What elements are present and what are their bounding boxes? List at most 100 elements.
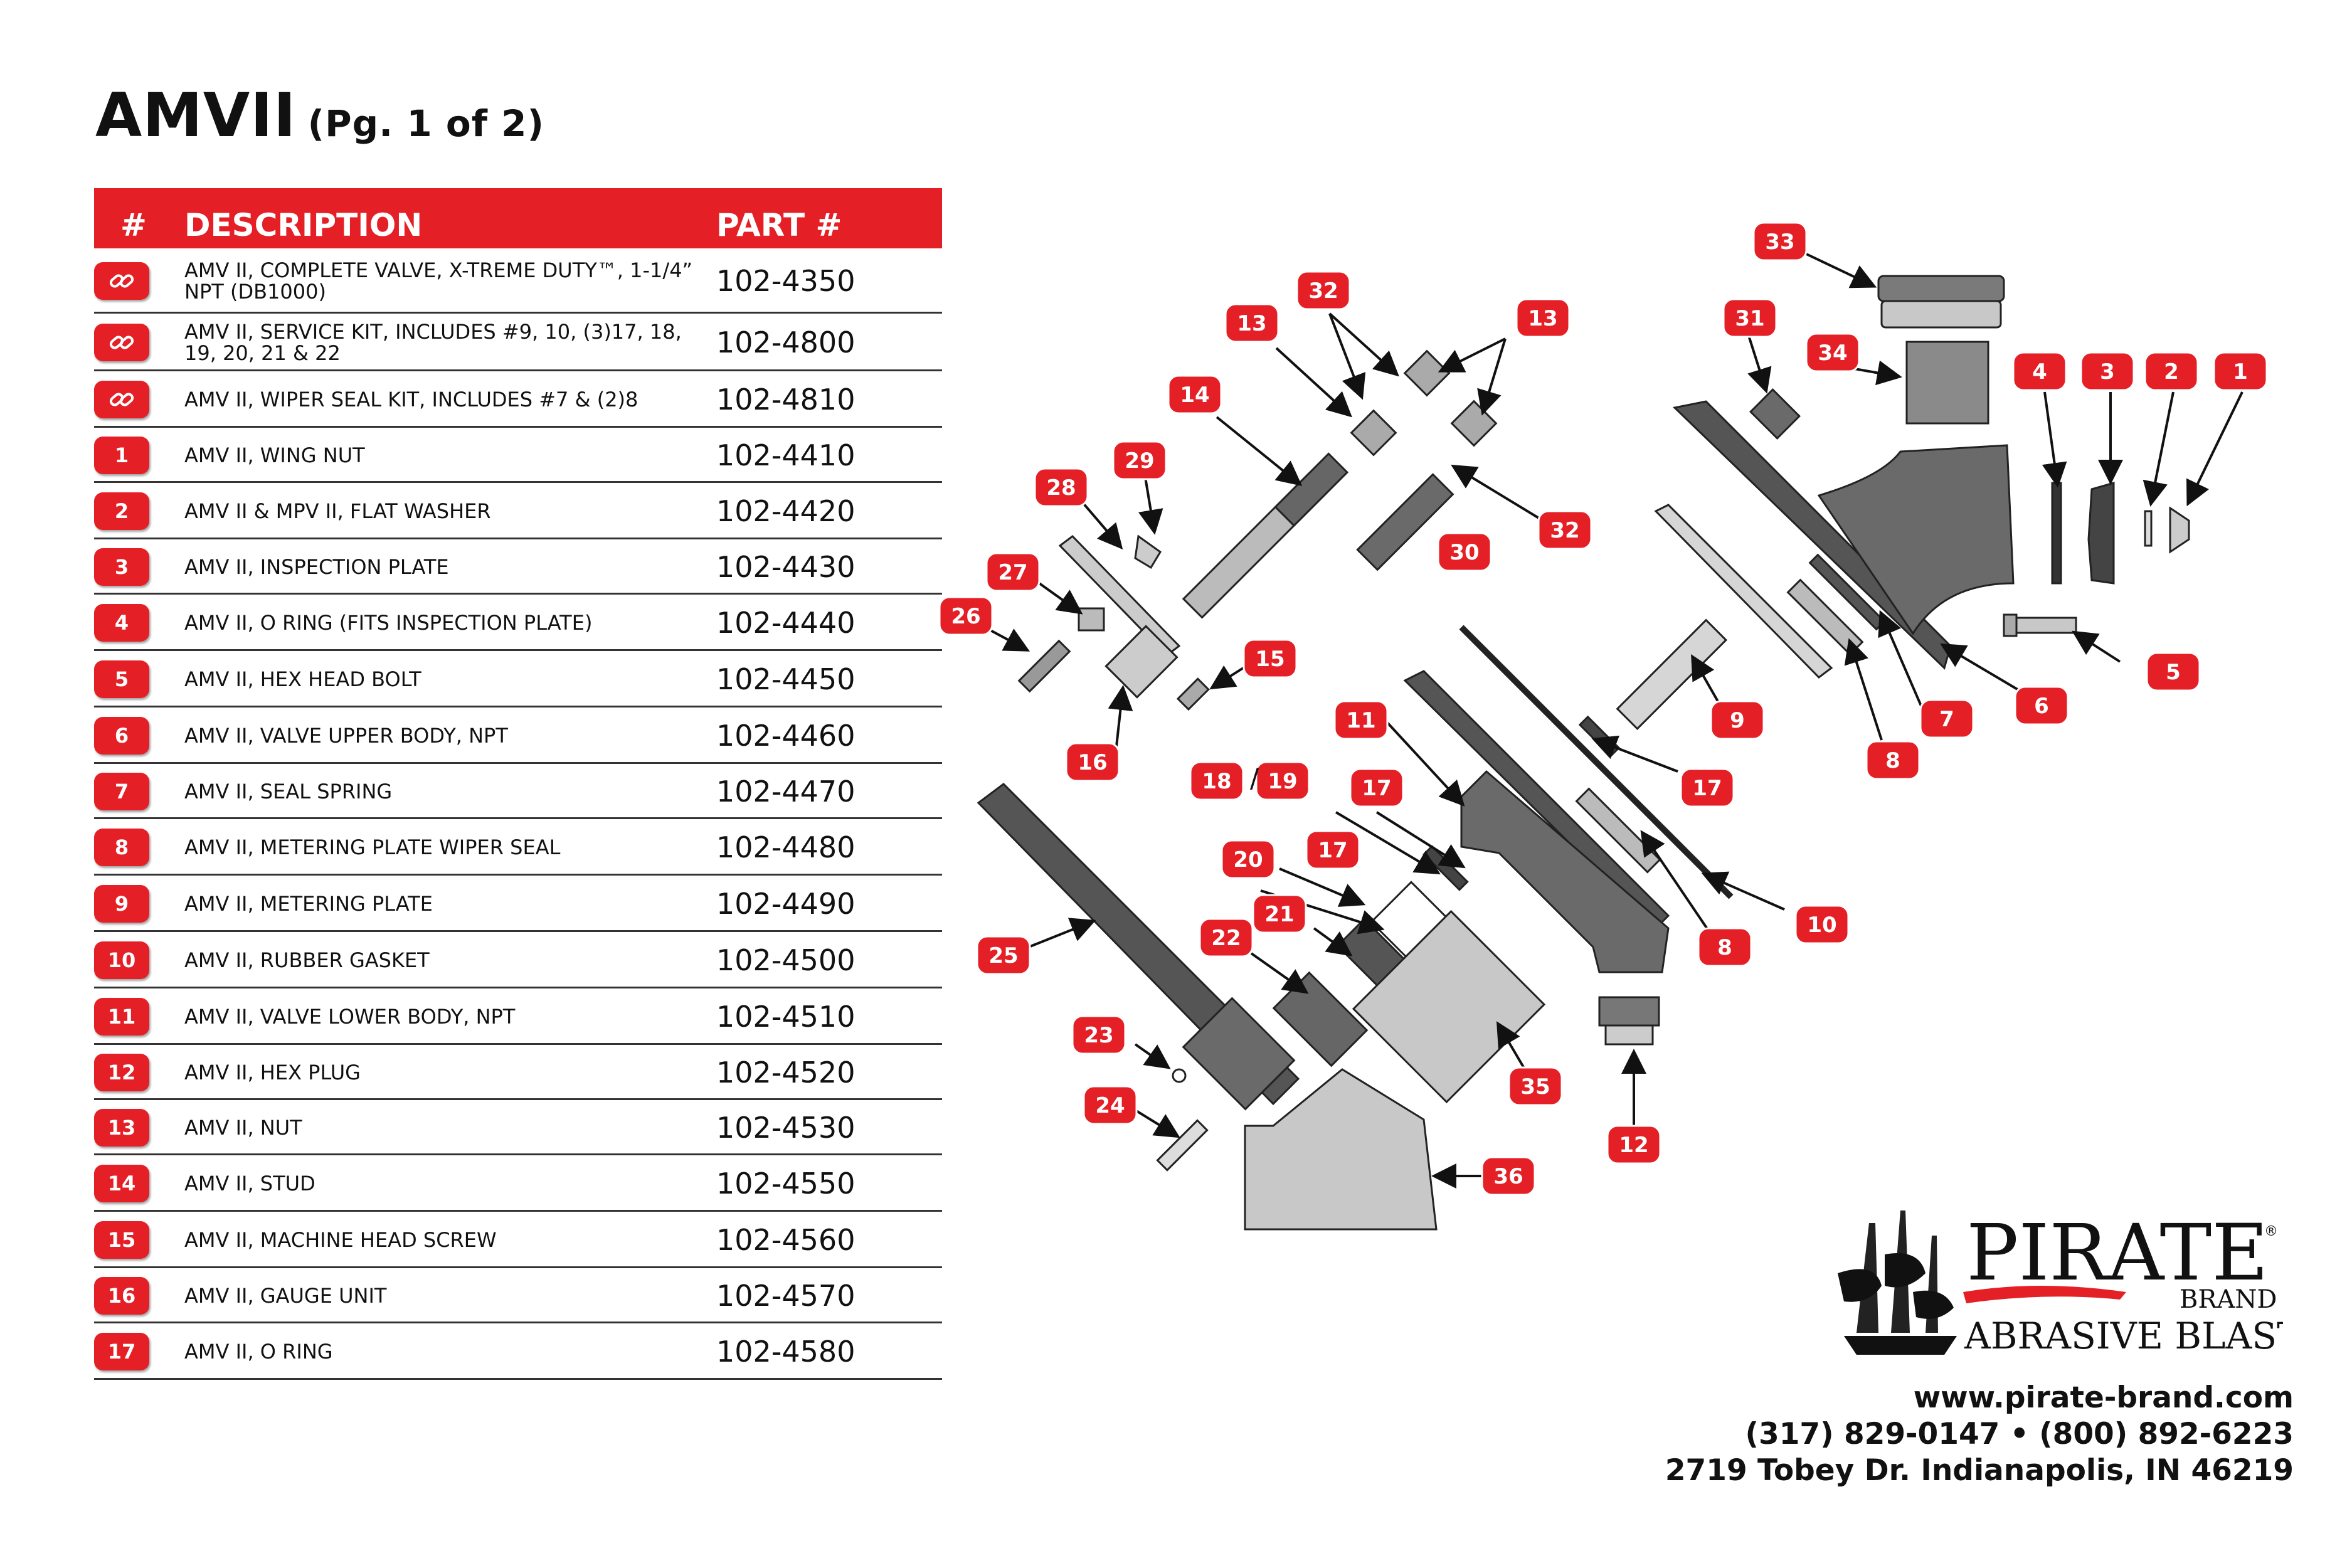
row-part-number: 102-4350 [716, 264, 856, 298]
callout-badge: 21 [1252, 894, 1307, 934]
part-illustrations [977, 275, 2190, 1231]
row-part-number: 102-4500 [716, 943, 856, 977]
callout-badge: 5 [2146, 652, 2201, 692]
part-5-bolt-head [2003, 613, 2018, 637]
part-13-nut-a [1350, 409, 1397, 457]
callout-badge: 11 [1333, 700, 1389, 740]
page-title: AMVII(Pg. 1 of 2) [95, 80, 544, 151]
callout-label: 26 [951, 604, 980, 629]
callout-badge: 17 [1305, 830, 1360, 870]
part-15-screw [1176, 677, 1210, 711]
part-14-stud-dark [1274, 452, 1349, 527]
callout-label: 3 [2100, 359, 2115, 384]
callout-badge: 34 [1805, 332, 1860, 373]
callout-badge: 29 [1112, 440, 1167, 480]
row-part-number: 102-4560 [716, 1223, 856, 1257]
callout-label: 8 [1717, 935, 1732, 960]
link-icon [94, 262, 149, 300]
row-part-number: 102-4550 [716, 1167, 856, 1200]
part-11-lower-body [1460, 770, 1670, 973]
callout-badge: 36 [1481, 1156, 1536, 1196]
part-10-gasket [1459, 625, 1734, 899]
callout-badge: 23 [1071, 1015, 1126, 1055]
row-description: AMV II, WIPER SEAL KIT, INCLUDES #7 & (2… [184, 388, 638, 411]
website-link[interactable]: www.pirate-brand.com [1913, 1380, 2294, 1415]
callout-label: 12 [1619, 1133, 1648, 1158]
callout-badge: 32 [1296, 270, 1351, 310]
callout-label: 22 [1211, 926, 1241, 951]
row-number-badge: 2 [94, 492, 149, 530]
part-27-seal [1078, 607, 1105, 632]
logo-wordmark: PIRATE [1966, 1208, 2269, 1298]
part-2-washer [2144, 510, 2153, 547]
callout-badge: 4 [2012, 351, 2067, 391]
part-4-o-ring [2051, 482, 2062, 585]
callout-badge: 10 [1794, 904, 1850, 945]
row-part-number: 102-4450 [716, 662, 856, 696]
row-part-number: 102-4510 [716, 1000, 856, 1034]
callout-label: 24 [1095, 1093, 1125, 1118]
callout-badge: 14 [1167, 374, 1222, 415]
part-13-nut-b [1403, 349, 1451, 397]
part-30-bolt [1356, 473, 1454, 571]
part-8-wiper-seal-lower [1575, 787, 1661, 874]
callout-label: 36 [1493, 1164, 1523, 1189]
row-part-number: 102-4570 [716, 1279, 856, 1313]
row-number-badge: 15 [94, 1221, 149, 1259]
callout-label: 17 [1318, 838, 1347, 863]
callout-label: 17 [1692, 776, 1722, 801]
callout-badge: 31 [1722, 298, 1777, 338]
column-header-number: # [120, 207, 147, 243]
row-description: AMV II, WING NUT [184, 443, 365, 467]
part-13-nut-c [1450, 400, 1498, 447]
row-description: AMV II & MPV II, FLAT WASHER [184, 499, 491, 523]
table-header: # DESCRIPTION PART # [94, 188, 942, 248]
row-description: AMV II, O RING [184, 1340, 333, 1364]
callout-label: 15 [1255, 647, 1285, 672]
callout-badge: 16 [1065, 742, 1120, 782]
row-number-badge: 3 [94, 548, 149, 586]
row-description: AMV II, HEX PLUG [184, 1061, 361, 1084]
street-address: 2719 Tobey Dr. Indianapolis, IN 46219 [1665, 1453, 2294, 1488]
parts-table: # DESCRIPTION PART # AMV II, COMPLETE VA… [94, 188, 942, 1380]
callout-label: 19 [1268, 769, 1297, 794]
row-number-badge: 7 [94, 773, 149, 810]
row-number-badge: 14 [94, 1165, 149, 1202]
callout-badge: 18 [1189, 761, 1244, 801]
callout-badge: 27 [985, 552, 1041, 592]
callout-label: 25 [988, 943, 1018, 968]
callout-badge: 1 [2213, 351, 2268, 391]
part-24-pin [1156, 1119, 1209, 1172]
part-12-hex-plug-thread [1604, 1024, 1654, 1046]
table-row: AMV II, COMPLETE VALVE, X-TREME DUTY™, 1… [94, 248, 942, 314]
callout-label: 29 [1125, 448, 1154, 474]
callout-label: 33 [1765, 230, 1794, 255]
part-22-spring [1272, 971, 1369, 1067]
part-5-bolt [2006, 617, 2077, 634]
callout-badge: 12 [1606, 1125, 1661, 1165]
part-26-bolt [1017, 639, 1071, 693]
row-part-number: 102-4470 [716, 775, 856, 808]
callout-label: 6 [2034, 694, 2049, 719]
callout-badge: 28 [1034, 467, 1089, 507]
callout-badge: 9 [1710, 700, 1765, 740]
callout-label: 13 [1528, 306, 1557, 331]
callout-label: 17 [1362, 776, 1391, 801]
red-brush-stroke [1963, 1286, 2126, 1303]
callout-label: 21 [1264, 902, 1294, 927]
callout-badge: 2 [2144, 351, 2199, 391]
part-9-metering-plate [1654, 504, 1833, 679]
row-part-number: 102-4520 [716, 1056, 856, 1089]
table-row: AMV II, WIPER SEAL KIT, INCLUDES #7 & (2… [94, 371, 942, 428]
row-description: AMV II, METERING PLATE WIPER SEAL [184, 835, 561, 859]
part-36-elbow [1244, 1068, 1438, 1231]
callout-badge: 17 [1349, 768, 1404, 808]
row-description: AMV II, MACHINE HEAD SCREW [184, 1228, 497, 1252]
